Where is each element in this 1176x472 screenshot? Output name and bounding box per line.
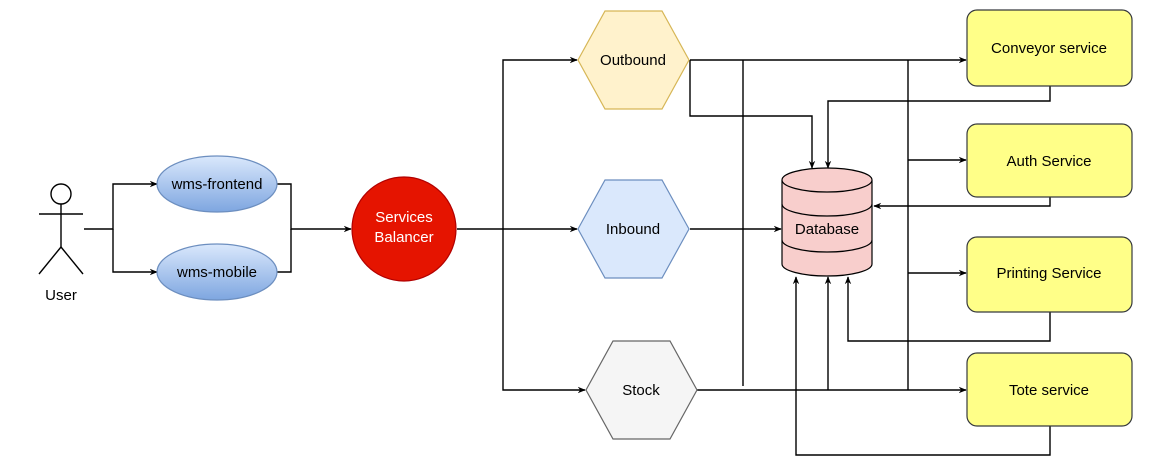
service-stock: Stock (585, 340, 698, 440)
services-balancer: Services Balancer (351, 176, 457, 282)
edge-conveyor-database (824, 86, 1051, 169)
edge-user-mobile (112, 229, 158, 276)
outbound-hexagon (577, 10, 690, 110)
user-label: User (45, 287, 77, 304)
mobile-ellipse (156, 243, 278, 301)
conveyor-box (966, 9, 1133, 87)
external-conveyor: Conveyor service (966, 9, 1133, 87)
stock-hexagon (585, 340, 698, 440)
client-mobile: wms-mobile (156, 243, 278, 301)
edges (84, 56, 1051, 456)
service-outbound: Outbound (577, 10, 690, 110)
stick-figure-icon (38, 183, 84, 275)
database-ring-1 (781, 203, 873, 217)
edge-auth-database (873, 197, 1051, 210)
outbound-label: Outbound (600, 52, 666, 69)
service-inbound: Inbound (577, 179, 690, 279)
tote-box (966, 352, 1133, 427)
inbound-hexagon (577, 179, 690, 279)
edge-balancer-stock (502, 229, 586, 394)
user-actor: User (38, 183, 84, 304)
printing-label: Printing Service (996, 265, 1101, 282)
database-top (781, 167, 873, 193)
edge-tote-database (792, 276, 1051, 456)
auth-label: Auth Service (1006, 153, 1091, 170)
edge-mobile-balancer (277, 229, 292, 273)
stock-label: Stock (622, 382, 660, 399)
conveyor-label: Conveyor service (991, 40, 1107, 57)
database-label: Database (795, 221, 859, 238)
edge-user-frontend (84, 180, 158, 230)
database-ring-2 (781, 239, 873, 253)
auth-box (966, 123, 1133, 198)
external-tote: Tote service (966, 352, 1133, 427)
database: Database (781, 167, 873, 277)
tote-label: Tote service (1009, 382, 1089, 399)
database-body (781, 180, 873, 277)
inbound-label: Inbound (606, 221, 660, 238)
external-auth: Auth Service (966, 123, 1133, 198)
balancer-label-line1: Services (375, 209, 433, 226)
printing-box (966, 236, 1133, 313)
edge-outbound-database (689, 60, 816, 169)
edge-frontend-balancer (277, 183, 352, 233)
edge-printing-database (844, 276, 1051, 342)
frontend-ellipse (156, 155, 278, 213)
frontend-label: wms-frontend (171, 176, 263, 193)
balancer-label-line2: Balancer (374, 229, 433, 246)
client-frontend: wms-frontend (156, 155, 278, 213)
edge-balancer-outbound (502, 56, 578, 229)
balancer-circle (351, 176, 457, 282)
external-printing: Printing Service (966, 236, 1133, 313)
mobile-label: wms-mobile (176, 264, 257, 281)
